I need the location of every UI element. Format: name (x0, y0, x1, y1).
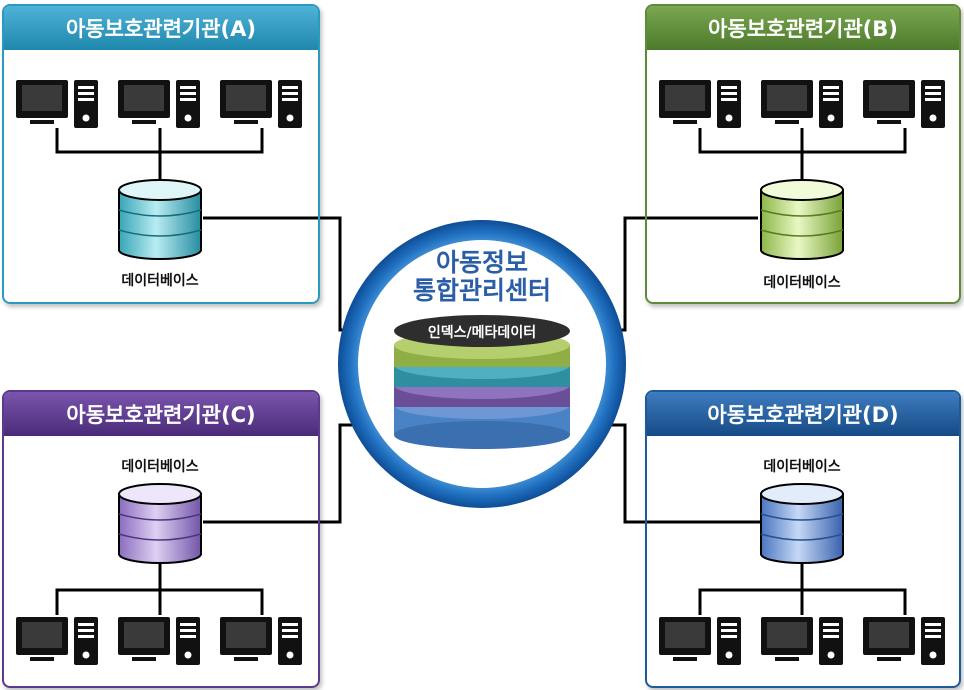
panel-c-db-label: 데이터베이스 (121, 459, 199, 475)
panel-c-title: 아동보호관련기관(C) (4, 392, 318, 436)
database-icon (760, 483, 844, 564)
center-title-line1: 아동정보 (435, 248, 528, 277)
panel-a-title: 아동보호관련기관(A) (4, 6, 318, 50)
panel-d-db-label: 데이터베이스 (763, 459, 841, 475)
panel-d-title: 아동보호관련기관(D) (647, 392, 959, 436)
database-icon (118, 179, 202, 260)
database-icon (760, 179, 844, 260)
agency-panel-d: 아동보호관련기관(D) (645, 390, 961, 688)
central-hub (338, 220, 626, 508)
stacked-database-icon (394, 315, 570, 449)
agency-panel-a: 아동보호관련기관(A) (2, 4, 320, 304)
agency-panel-c: 아동보호관련기관(C) (2, 390, 320, 688)
agency-panel-b: 아동보호관련기관(B) (645, 4, 961, 304)
panel-c-network (16, 483, 302, 665)
panel-b-network (659, 80, 945, 260)
panel-b-db-label: 데이터베이스 (763, 275, 841, 291)
database-icon (118, 483, 202, 564)
panel-b-title: 아동보호관련기관(B) (647, 6, 959, 50)
center-index-label: 인덱스/메타데이터 (427, 325, 537, 341)
panel-d-network (659, 483, 945, 665)
panel-a-db-label: 데이터베이스 (121, 273, 199, 289)
center-title-line2: 통합관리센터 (412, 276, 551, 305)
panel-a-network (16, 80, 302, 260)
